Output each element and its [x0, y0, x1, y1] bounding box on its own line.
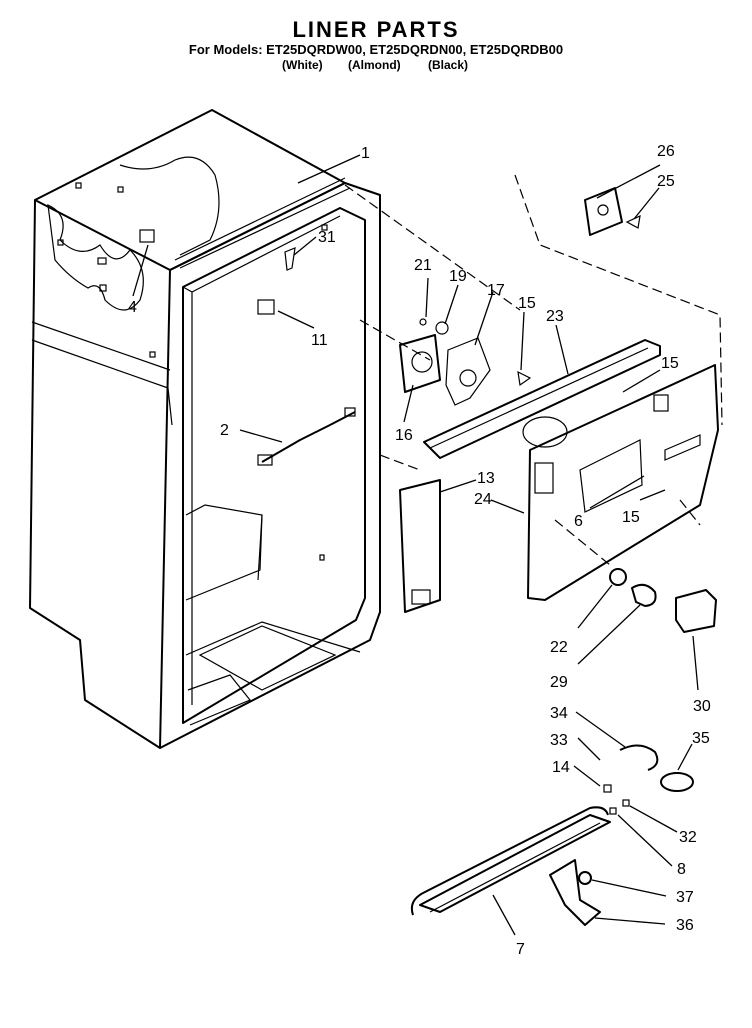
wire-35 [660, 772, 694, 792]
callout-14: 14 [552, 759, 570, 776]
variant-white: (White) [282, 58, 323, 72]
defrost-heater [410, 806, 611, 916]
callout-35: 35 [692, 730, 710, 747]
callout-30: 30 [693, 698, 711, 715]
page-title: LINER PARTS [292, 17, 460, 42]
screw-31 [284, 247, 296, 271]
thermostat-clip [257, 299, 275, 315]
clip-4 [139, 229, 155, 243]
lamp-socket [609, 568, 627, 586]
callout-6: 6 [574, 513, 583, 530]
callout-21: 21 [414, 257, 432, 274]
wire-34 [619, 744, 659, 771]
callout-2: 2 [220, 422, 229, 439]
callout-31: 31 [318, 229, 336, 246]
diagram-header: LINER PARTS For Models: ET25DQRDW00, ET2… [0, 18, 752, 74]
callout-26: 26 [657, 143, 675, 160]
callout-23: 23 [546, 308, 564, 325]
callout-22: 22 [550, 639, 568, 656]
wire-harness [257, 407, 356, 466]
evaporator-fan-assembly [399, 318, 532, 406]
variant-almond: (Almond) [348, 58, 401, 72]
callout-19: 19 [449, 268, 467, 285]
callout-17: 17 [487, 282, 505, 299]
callout-8: 8 [677, 861, 686, 878]
models-line: For Models: ET25DQRDW00, ET25DQRDN00, ET… [188, 42, 564, 57]
cabinet-liner [29, 109, 381, 749]
callout-13: 13 [477, 470, 495, 487]
callout-15a: 15 [518, 295, 536, 312]
callout-36: 36 [676, 917, 694, 934]
callout-1: 1 [361, 145, 370, 162]
callout-11: 11 [311, 332, 328, 349]
cover-plate [584, 187, 641, 236]
fan-shroud [423, 339, 661, 459]
screw-37 [578, 871, 592, 885]
callout-15c: 15 [622, 509, 640, 526]
air-duct [399, 479, 441, 613]
color-variants: (White) (Almond) (Black) [0, 58, 752, 74]
callout-34: 34 [550, 705, 568, 722]
leader-lines [132, 154, 699, 936]
callout-32: 32 [679, 829, 697, 846]
lamp-shield [675, 589, 717, 633]
callout-25: 25 [657, 173, 675, 190]
callout-29: 29 [550, 674, 568, 691]
callout-33: 33 [550, 732, 568, 749]
callout-16: 16 [395, 427, 413, 444]
light-bulb [631, 583, 657, 607]
variant-black: (Black) [428, 58, 469, 72]
bracket-36 [549, 859, 601, 926]
callout-37: 37 [676, 889, 694, 906]
callout-15b: 15 [661, 355, 679, 372]
callout-7: 7 [516, 941, 525, 958]
callout-4: 4 [128, 299, 137, 316]
callout-numbers: 1 2 4 6 7 8 11 13 14 15 15 15 16 17 19 2… [128, 143, 711, 958]
callout-24: 24 [474, 491, 492, 508]
rear-panel [527, 364, 719, 601]
